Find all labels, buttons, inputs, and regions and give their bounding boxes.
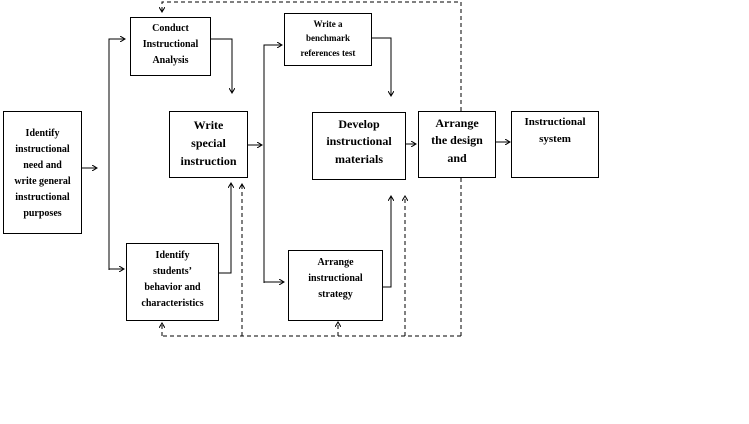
feedback-top: [162, 1, 462, 111]
bracket-to-conduct: [108, 39, 125, 270]
node-arrange-design: Arrange the design and: [418, 111, 496, 178]
node-benchmark-test: Write a benchmark references test: [284, 13, 372, 66]
bracket-to-benchmark: [263, 45, 282, 283]
arrow-benchmark-to-develop: [372, 37, 391, 96]
node-instructional-system: Instructional system: [511, 111, 599, 178]
node-instructional-strategy: Arrange instructional strategy: [288, 250, 383, 321]
node-identify-need: Identify instructional need and write ge…: [3, 111, 82, 234]
node-identify-students: Identify students’ behavior and characte…: [126, 243, 219, 321]
arrow-strategy-to-develop: [383, 196, 391, 288]
node-develop-materials: Develop instructional materials: [312, 112, 406, 180]
node-write-special: Write special instruction: [169, 111, 248, 178]
node-conduct-analysis: Conduct Instructional Analysis: [130, 17, 211, 76]
arrow-conduct-to-write: [211, 38, 232, 93]
